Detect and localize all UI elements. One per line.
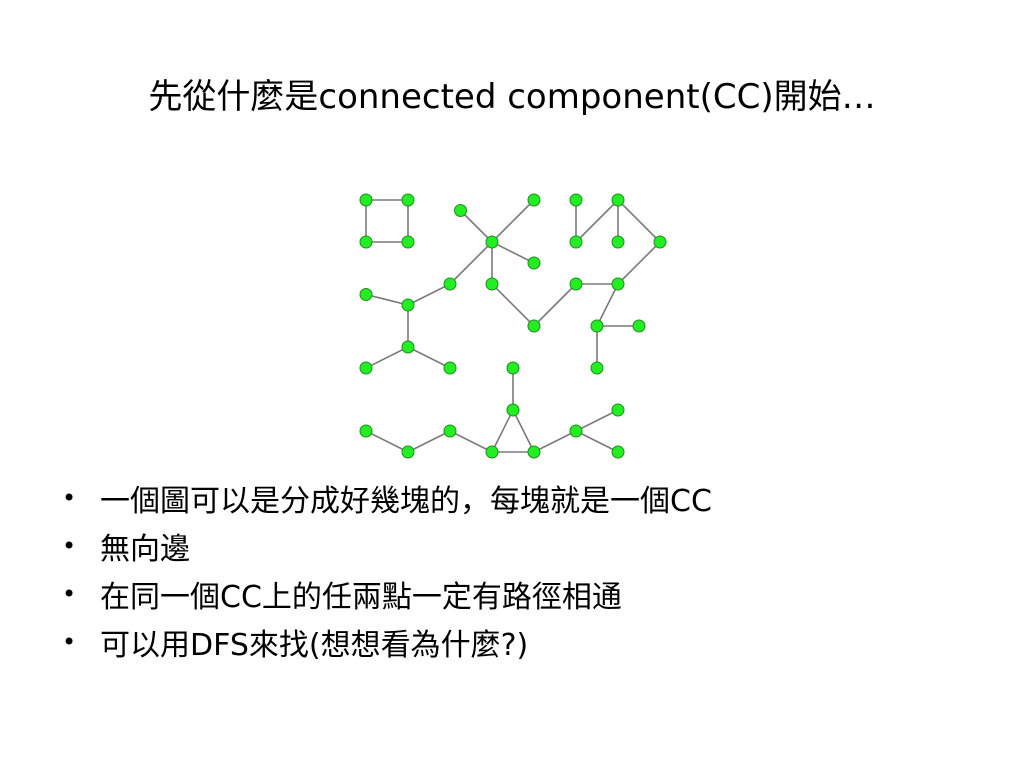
bullet-item: • 無向邊 <box>62 522 1002 570</box>
graph-node <box>454 204 467 217</box>
graph-edge <box>449 430 493 453</box>
bullet-item: • 在同一個CC上的任兩點一定有路徑相通 <box>62 570 1002 618</box>
graph-edge <box>491 241 535 264</box>
graph-node <box>485 445 499 459</box>
bullet-text: 可以用DFS來找(想想看為什麼?) <box>100 628 529 663</box>
graph-node <box>611 445 625 459</box>
graph-node <box>527 445 541 459</box>
bullet-item: • 一個圖可以是分成好幾塊的，每塊就是一個CC <box>62 474 1002 522</box>
node-layer <box>359 193 667 459</box>
graph-edge <box>512 409 535 453</box>
bullet-dot: • <box>62 628 77 656</box>
graph-node <box>359 288 373 301</box>
graph-node <box>611 403 625 417</box>
graph-node <box>653 235 667 249</box>
bullet-item: • 可以用DFS來找(想想看為什麼?) <box>62 618 1002 666</box>
graph-edge <box>575 409 619 432</box>
graph-node <box>611 235 625 249</box>
edge-layer <box>365 199 661 453</box>
graph-node <box>590 361 604 375</box>
graph-node <box>569 277 583 291</box>
graph-edge <box>575 199 619 243</box>
graph-node <box>359 361 373 375</box>
graph-node <box>611 277 625 291</box>
graph-edge <box>491 283 535 327</box>
graph-node <box>443 424 457 438</box>
connected-components-graph <box>359 193 667 459</box>
graph-node <box>527 319 541 333</box>
bullet-list: • 一個圖可以是分成好幾塊的，每塊就是一個CC • 無向邊 • 在同一個CC上的… <box>62 474 1002 666</box>
graph-node <box>401 235 415 249</box>
graph-edge <box>365 430 409 453</box>
graph-node <box>443 277 457 291</box>
graph-edge <box>575 430 619 453</box>
graph-edge <box>617 241 661 285</box>
graph-node <box>401 298 415 312</box>
graph-node <box>632 319 646 333</box>
graph-edge <box>407 430 451 453</box>
graph-node <box>359 235 373 249</box>
bullet-dot: • <box>62 580 77 608</box>
graph-node <box>506 361 520 375</box>
graph-edge <box>459 209 493 243</box>
graph-node <box>359 193 373 207</box>
graph-edge <box>365 346 409 369</box>
graph-node <box>443 361 457 375</box>
graph-node <box>611 193 625 207</box>
graph-edge <box>533 283 577 327</box>
graph-node <box>485 235 499 249</box>
graph-node <box>401 445 415 459</box>
graph-node <box>527 193 541 207</box>
bullet-text: 一個圖可以是分成好幾塊的，每塊就是一個CC <box>100 484 712 519</box>
graph-figure <box>340 180 680 470</box>
graph-edge <box>491 199 535 243</box>
graph-edge <box>491 409 514 453</box>
graph-edge <box>533 430 577 453</box>
bullet-text: 在同一個CC上的任兩點一定有路徑相通 <box>100 580 622 615</box>
graph-node <box>506 403 520 417</box>
graph-node <box>401 340 415 354</box>
graph-edge <box>365 293 409 306</box>
graph-node <box>527 256 541 270</box>
bullet-dot: • <box>62 532 77 560</box>
graph-node <box>590 319 604 333</box>
bullet-dot: • <box>62 484 77 512</box>
graph-node <box>485 277 499 291</box>
slide-title: 先從什麼是connected component(CC)開始… <box>148 77 876 117</box>
graph-node <box>569 424 583 438</box>
graph-edge <box>617 199 661 243</box>
graph-node <box>359 424 373 438</box>
graph-edge <box>596 283 619 327</box>
bullet-text: 無向邊 <box>100 532 190 567</box>
graph-edge <box>449 241 493 285</box>
graph-edge <box>407 283 451 306</box>
graph-node <box>569 193 583 207</box>
graph-node <box>401 193 415 207</box>
graph-edge <box>407 346 451 369</box>
graph-node <box>569 235 583 249</box>
